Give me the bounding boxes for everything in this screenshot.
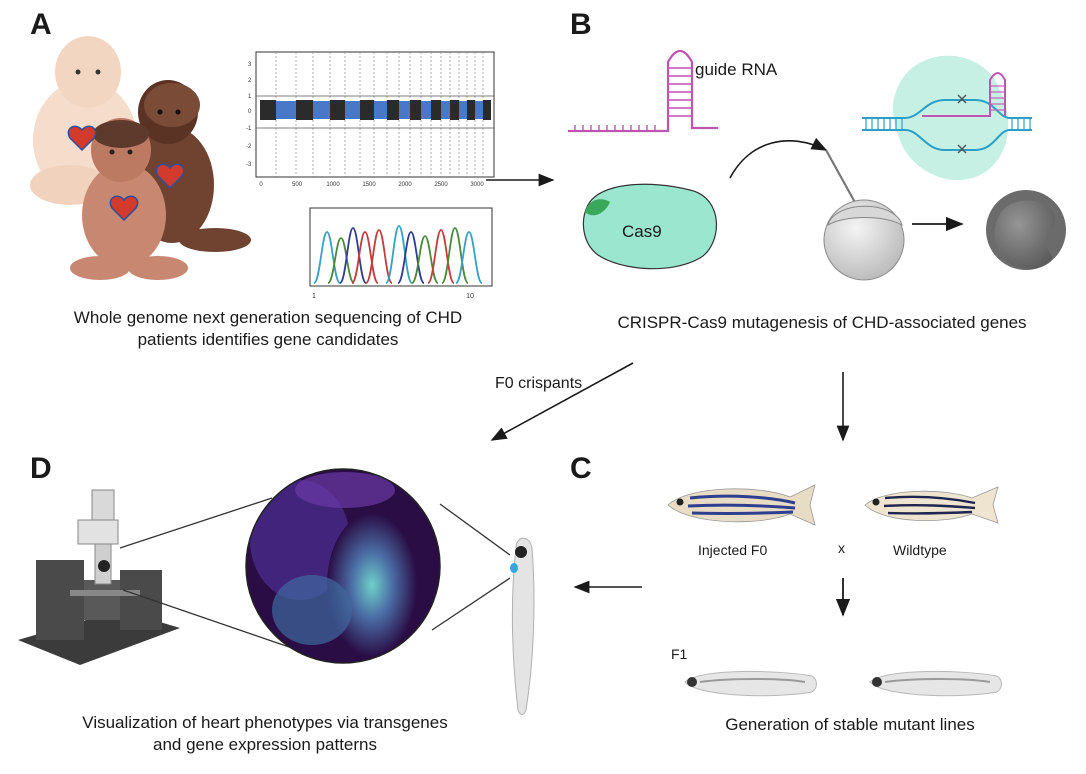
zoom-line [119, 497, 273, 549]
cas9-guide-binding-icon [585, 199, 610, 216]
embryo-icon [823, 199, 905, 281]
panel-letter-c: C [570, 452, 592, 485]
cas9-dna-complex [862, 55, 1032, 181]
panel-c-caption: Generation of stable mutant lines [725, 715, 975, 734]
larva-icon [869, 670, 1002, 697]
genome-plot-x-ticks: 0 500 1000 1500 2000 2500 3000 [259, 182, 484, 188]
cross-symbol: x [838, 540, 845, 556]
genome-plot-y-ticks: 3 2 1 0 -1 -2 -3 [246, 62, 252, 168]
zoom-line [431, 577, 511, 631]
guide-rna-label: guide RNA [695, 60, 778, 79]
arrow-injection [729, 137, 828, 179]
microscope-icon [18, 489, 180, 665]
arrow-f0-crispants [490, 362, 634, 441]
f1-label: F1 [671, 646, 688, 662]
panel-d-caption: Visualization of heart phenotypes via tr… [30, 712, 500, 756]
x-tick: 2000 [398, 182, 412, 188]
caption-line: and gene expression patterns [153, 735, 377, 754]
caption-line: Whole genome next generation sequencing … [73, 308, 463, 327]
y-tick: 3 [248, 62, 252, 68]
cas9-protein-icon [582, 183, 718, 270]
cell-icon [986, 190, 1066, 270]
scissors-icon [957, 94, 967, 104]
x-tick: 3000 [470, 182, 484, 188]
zebrafish-icon [864, 486, 999, 524]
y-tick: -3 [246, 162, 252, 168]
larva-icon [684, 670, 817, 697]
caption-line: Visualization of heart phenotypes via tr… [82, 713, 448, 732]
sequencing-trace [309, 207, 493, 287]
y-tick: 0 [248, 109, 252, 115]
baby-illustration [30, 36, 251, 280]
guide-rna-icon [568, 49, 718, 133]
y-tick: 2 [248, 78, 252, 84]
y-tick: 1 [248, 94, 252, 100]
f0-crispants-label: F0 crispants [495, 375, 583, 392]
y-tick: -1 [246, 126, 252, 132]
genome-scatter-plot [255, 51, 495, 178]
trace-x-tick: 10 [466, 293, 474, 300]
panel-a-caption: Whole genome next generation sequencing … [18, 307, 518, 351]
x-tick: 2500 [434, 182, 448, 188]
x-tick: 500 [292, 182, 303, 188]
panel-letter-a: A [30, 8, 52, 41]
heart-icon [67, 125, 185, 222]
zebrafish-icon [667, 484, 816, 526]
panel-b-caption: CRISPR-Cas9 mutagenesis of CHD-associate… [617, 313, 1027, 332]
panel-letter-d: D [30, 452, 52, 485]
panel-letter-b: B [570, 8, 592, 41]
larva-icon [510, 537, 535, 715]
cas9-label: Cas9 [622, 222, 662, 241]
fluorescent-heart-image [245, 468, 441, 664]
y-tick: -2 [246, 144, 252, 150]
zoom-line [439, 503, 511, 556]
wildtype-label: Wildtype [893, 542, 947, 558]
trace-x-tick: 1 [312, 293, 316, 300]
x-tick: 0 [259, 182, 263, 188]
caption-line: patients identifies gene candidates [137, 330, 399, 349]
x-tick: 1500 [362, 182, 376, 188]
injected-f0-label: Injected F0 [698, 542, 768, 558]
zoom-line [122, 589, 293, 649]
x-tick: 1000 [326, 182, 340, 188]
